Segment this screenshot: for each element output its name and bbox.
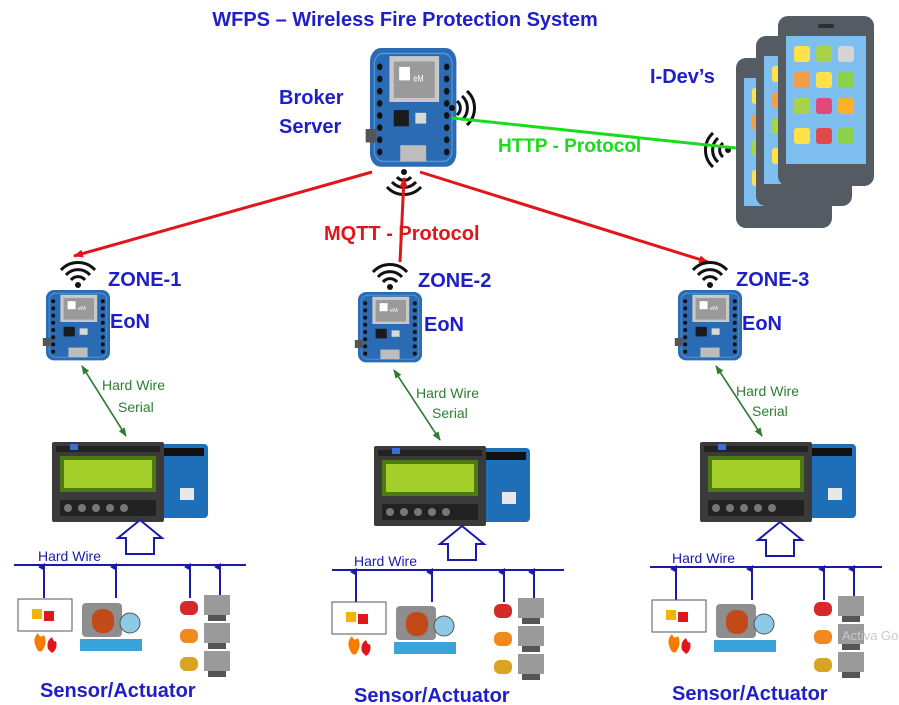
zone2-node-label: EoN — [424, 314, 464, 336]
mqtt-protocol-label: MQTT - Protocol — [324, 223, 480, 245]
activation-watermark: Activa Go to Se — [842, 628, 899, 643]
phone-stack-icon — [736, 16, 874, 228]
zone3-node-label: EoN — [742, 313, 782, 335]
zone2-sensor-actuator-icons — [331, 597, 545, 681]
zone1-link-line1: Hard Wire — [102, 377, 165, 393]
zone1-name: ZONE-1 — [108, 269, 181, 291]
zone2-link-line2: Serial — [432, 405, 468, 421]
zone3-bus-label: Hard Wire — [672, 550, 735, 566]
zone1-link-line2: Serial — [118, 399, 154, 415]
zone2-wifi-icon — [371, 262, 409, 292]
zone2-link-line1: Hard Wire — [416, 385, 479, 401]
phone-wifi-icon — [703, 131, 733, 169]
zone1-eon-board-icon — [42, 289, 111, 361]
zone1-up-arrow-icon — [115, 518, 165, 555]
zone2-up-arrow-icon — [437, 524, 487, 561]
zone3-footer-label: Sensor/Actuator — [672, 683, 828, 705]
zone1-bus-label: Hard Wire — [38, 548, 101, 564]
http-protocol-label: HTTP - Protocol — [498, 136, 641, 157]
zone3-wifi-icon — [691, 260, 729, 290]
zone3-name: ZONE-3 — [736, 269, 809, 291]
zone3-link-line1: Hard Wire — [736, 383, 799, 399]
broker-board-icon — [365, 47, 458, 168]
zone-2: ZONE-2 EoN Hard Wire Serial Hard Wire Se… — [331, 262, 564, 705]
http-link — [451, 116, 737, 150]
mqtt-link-zone3 — [419, 170, 709, 264]
zone3-lcd-board-icon — [700, 442, 856, 522]
zone3-sensor-actuator-icons — [651, 595, 865, 679]
broker-label-line1: Broker — [279, 87, 344, 109]
zone2-lcd-board-icon — [374, 446, 530, 526]
zone1-wifi-icon — [59, 260, 97, 290]
zone2-eon-board-icon — [354, 291, 423, 363]
zone1-sensor-actuator-icons — [17, 594, 231, 678]
zone2-footer-label: Sensor/Actuator — [354, 685, 510, 705]
zone1-footer-label: Sensor/Actuator — [40, 680, 196, 702]
zone-1: ZONE-1 EoN Hard Wire Serial Hard Wire Se… — [14, 260, 246, 702]
zone1-lcd-board-icon — [52, 442, 208, 522]
broker-label-line2: Server — [279, 116, 341, 138]
zone2-name: ZONE-2 — [418, 270, 491, 292]
zone3-up-arrow-icon — [755, 520, 805, 557]
zone-3: ZONE-3 EoN Hard Wire Serial Hard Wire Se… — [650, 260, 882, 705]
zone1-node-label: EoN — [110, 311, 150, 333]
mqtt-link-zone2 — [398, 177, 408, 263]
idev-label: I-Dev’s — [650, 66, 715, 88]
zone2-bus-label: Hard Wire — [354, 553, 417, 569]
diagram-title: WFPS – Wireless Fire Protection System — [212, 9, 598, 31]
zone3-eon-board-icon — [674, 289, 743, 361]
mqtt-link-zone1 — [73, 170, 373, 258]
zone3-link-line2: Serial — [752, 403, 788, 419]
